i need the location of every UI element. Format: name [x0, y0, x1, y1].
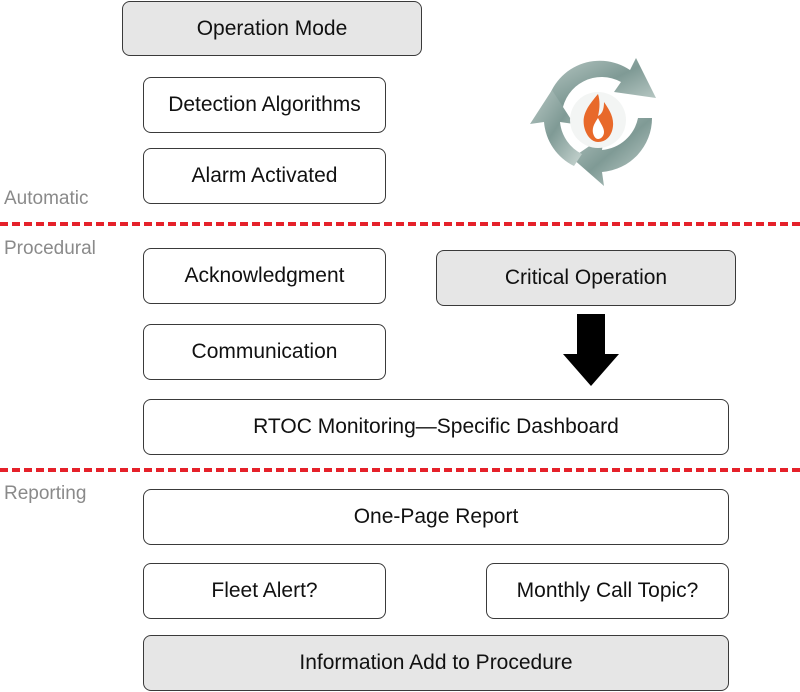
section-label-automatic: Automatic: [4, 188, 89, 209]
section-label-reporting: Reporting: [4, 483, 87, 504]
cycle-flame-logo: [530, 58, 656, 186]
monthly-call-topic-box: Monthly Call Topic?: [486, 563, 729, 619]
operation-mode-box: Operation Mode: [122, 1, 422, 56]
information-add-box: Information Add to Procedure: [143, 635, 729, 691]
section-label-procedural: Procedural: [4, 238, 96, 259]
alarm-activated-box: Alarm Activated: [143, 148, 386, 204]
down-arrow-icon: [563, 314, 619, 386]
cycle-arrows-icon: [530, 58, 656, 186]
divider-automatic-procedural: [0, 222, 800, 226]
critical-operation-box: Critical Operation: [436, 250, 736, 306]
flame-icon: [570, 92, 626, 148]
fleet-alert-box: Fleet Alert?: [143, 563, 386, 619]
divider-procedural-reporting: [0, 468, 800, 472]
acknowledgment-box: Acknowledgment: [143, 248, 386, 304]
one-page-report-box: One-Page Report: [143, 489, 729, 545]
rtoc-monitoring-box: RTOC Monitoring—Specific Dashboard: [143, 399, 729, 455]
detection-algorithms-box: Detection Algorithms: [143, 77, 386, 133]
communication-box: Communication: [143, 324, 386, 380]
